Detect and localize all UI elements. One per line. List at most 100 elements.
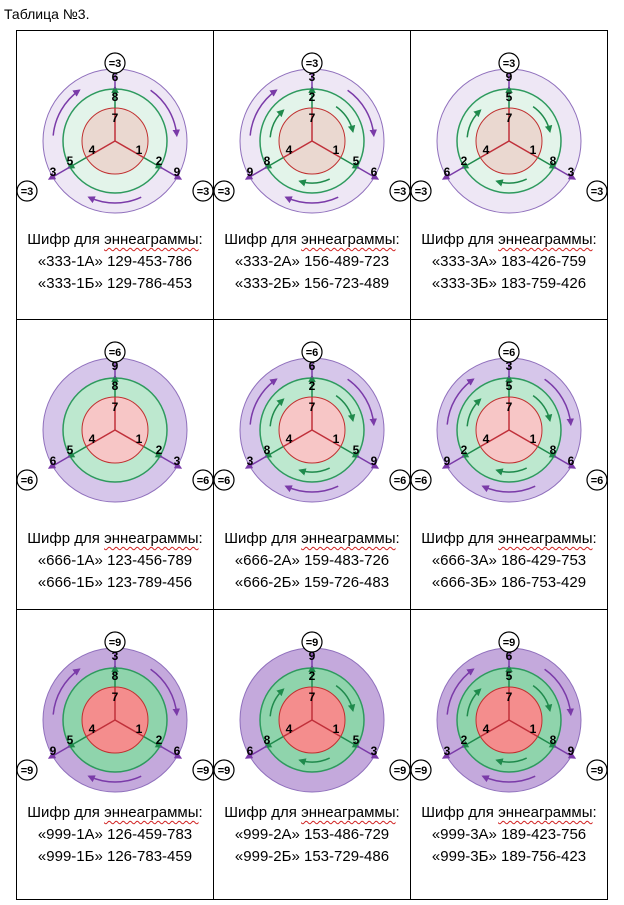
cipher-b: «333-1Б» 129-786-453	[37, 275, 193, 292]
caption-word: эннеаграммы	[498, 231, 593, 248]
caption-word: эннеаграммы	[498, 804, 593, 821]
enneagram-number: 1	[530, 722, 537, 736]
rotation-arrow-middle	[495, 178, 528, 187]
red-spoke	[86, 719, 116, 738]
enneagram-number: 9	[247, 165, 254, 179]
rotation-arrow-outer	[249, 89, 278, 136]
sum-badge-text: =6	[197, 475, 210, 487]
sum-badge-text: =3	[109, 58, 122, 70]
purple-spoke	[356, 745, 380, 759]
enneagram-number: 5	[67, 443, 74, 457]
enneagram-number: 9	[568, 744, 575, 758]
caption-word: эннеаграммы	[104, 530, 199, 547]
sum-badge	[214, 469, 235, 491]
green-spoke	[263, 735, 284, 748]
enneagram-number: 8	[550, 443, 557, 457]
green-spoke	[340, 445, 361, 458]
rotation-arrow-outer	[249, 378, 278, 425]
cipher-b: «999-1Б» 126-783-459	[37, 848, 193, 865]
sum-badge-text: =6	[306, 347, 319, 359]
rotation-arrow-middle	[269, 398, 285, 427]
caption-word: эннеаграммы	[301, 530, 396, 547]
sum-badge-text: =6	[591, 475, 604, 487]
cipher-a: «666-1А» 123-456-789	[37, 552, 193, 569]
rotation-arrow-middle	[298, 757, 331, 766]
sum-badge-text: =9	[591, 765, 604, 777]
rotation-arrow-outer	[481, 775, 536, 783]
caption-word: эннеаграммы	[301, 231, 396, 248]
rotation-arrow-outer	[87, 196, 142, 204]
rotation-arrow-middle	[466, 688, 482, 717]
enneagram-number: 1	[333, 722, 340, 736]
caption-prefix: Шифр для	[27, 231, 105, 248]
rotation-arrow-outer	[284, 196, 339, 204]
sum-badge	[389, 759, 410, 781]
sum-badge-text: =3	[503, 58, 516, 70]
red-spoke	[86, 140, 116, 159]
caption-prefix: Шифр для	[421, 530, 499, 547]
rotation-arrow-middle	[532, 394, 553, 423]
rotation-arrow-middle	[532, 684, 553, 713]
rotation-arrow-middle	[269, 109, 285, 138]
enneagram-number: 1	[530, 432, 537, 446]
cipher-b: «999-2Б» 153-729-486	[234, 848, 390, 865]
cipher-b: «999-3Б» 189-756-423	[431, 848, 587, 865]
enneagram-number: 8	[264, 733, 271, 747]
red-spoke	[508, 140, 538, 159]
caption-heading: Шифр для эннеаграммы:	[214, 229, 410, 251]
rotation-arrow-outer	[544, 378, 575, 427]
enneagram-number: 1	[136, 143, 143, 157]
green-spoke	[263, 445, 284, 458]
enneagram-number: 8	[112, 669, 119, 683]
green-spoke	[66, 445, 87, 458]
red-spoke	[283, 140, 313, 159]
green-spoke	[537, 156, 558, 169]
cipher-a: «333-1А» 129-453-786	[37, 253, 193, 270]
enneagram-number: 6	[371, 165, 378, 179]
enneagram-number: 5	[506, 379, 513, 393]
sum-badge-text: =6	[503, 347, 516, 359]
enneagram-number: 9	[444, 454, 451, 468]
sum-badge-text: =9	[394, 765, 407, 777]
enneagram-number: 4	[286, 143, 293, 157]
enneagram-number: 1	[333, 143, 340, 157]
red-spoke	[508, 429, 538, 448]
enneagram-number: 4	[89, 143, 96, 157]
enneagram-number: 9	[174, 165, 181, 179]
cipher-caption: Шифр для эннеаграммы:«333-1А» 129-453-78…	[17, 229, 213, 295]
purple-spoke	[159, 745, 183, 759]
caption-suffix: :	[198, 804, 203, 821]
enneagram-number: 9	[50, 744, 57, 758]
purple-spoke	[356, 166, 380, 180]
sum-badge	[104, 631, 126, 653]
rotation-arrow-outer	[481, 485, 536, 493]
red-spoke	[480, 429, 510, 448]
cipher-caption: Шифр для эннеаграммы:«999-3А» 189-423-75…	[411, 802, 607, 868]
rotation-arrow-middle	[298, 178, 331, 187]
rotation-arrow-middle	[335, 684, 356, 713]
caption-suffix: :	[198, 530, 203, 547]
red-spoke	[311, 719, 341, 738]
green-spoke	[263, 156, 284, 169]
caption-suffix: :	[395, 231, 400, 248]
caption-heading: Шифр для эннеаграммы:	[411, 802, 607, 824]
purple-spoke	[441, 166, 465, 180]
rotation-arrow-outer	[347, 378, 378, 427]
sum-badge	[389, 469, 410, 491]
enneagram-number: 9	[371, 454, 378, 468]
red-spoke	[480, 719, 510, 738]
enneagram-number: 4	[483, 432, 490, 446]
cipher-caption: Шифр для эннеаграммы:«999-1А» 126-459-78…	[17, 802, 213, 868]
caption-word: эннеаграммы	[104, 804, 199, 821]
green-spoke	[143, 735, 164, 748]
sum-badge-text: =9	[306, 637, 319, 649]
